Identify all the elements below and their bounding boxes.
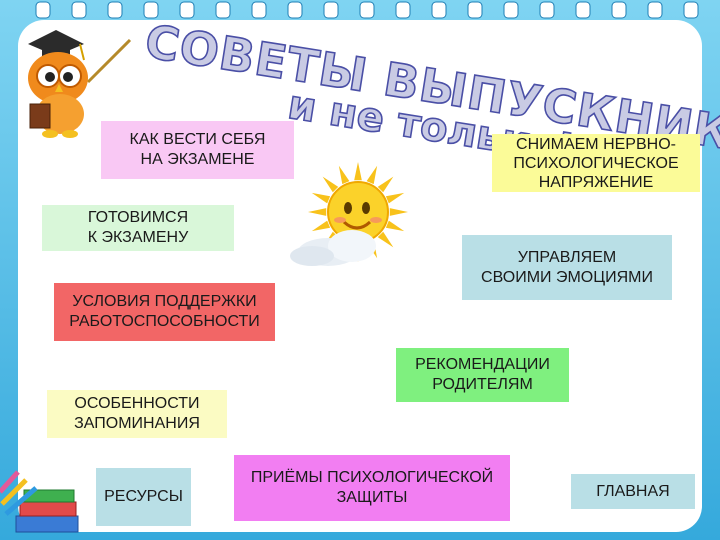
sun-cloud-icon	[290, 162, 408, 266]
sun-ray	[385, 220, 405, 232]
binding-ring	[431, 1, 447, 19]
binding-ring	[179, 1, 195, 19]
binding-ring	[323, 1, 339, 19]
binding-ring	[35, 1, 51, 19]
stress-relief-button[interactable]: СНИМАЕМ НЕРВНО- ПСИХОЛОГИЧЕСКОЕ НАПРЯЖЕН…	[492, 134, 700, 192]
binding-ring	[647, 1, 663, 19]
binding-ring	[395, 1, 411, 19]
emotion-management-button[interactable]: УПРАВЛЯЕМ СВОИМИ ЭМОЦИЯМИ	[462, 235, 672, 300]
sun-ray	[354, 162, 362, 181]
resources-button[interactable]: РЕСУРСЫ	[96, 468, 191, 526]
binding-ring	[143, 1, 159, 19]
binding-ring	[215, 1, 231, 19]
books-pencils-icon	[0, 470, 79, 533]
binding-ring	[539, 1, 555, 19]
sun-ray	[389, 208, 408, 216]
exam-behavior-button[interactable]: КАК ВЕСТИ СЕБЯ НА ЭКЗАМЕНЕ	[101, 121, 294, 179]
binding-ring	[71, 1, 87, 19]
sun-ray	[385, 192, 405, 204]
sun-ray	[322, 176, 339, 193]
exam-preparation-button[interactable]: ГОТОВИМСЯ К ЭКЗАМЕНУ	[42, 205, 234, 251]
binding-ring	[251, 1, 267, 19]
work-conditions-button[interactable]: УСЛОВИЯ ПОДДЕРЖКИ РАБОТОСПОСОБНОСТИ	[54, 283, 275, 341]
binding-ring	[467, 1, 483, 19]
home-button[interactable]: ГЛАВНАЯ	[571, 474, 695, 509]
binding-ring	[611, 1, 627, 19]
binding-ring	[683, 1, 699, 19]
memory-features-button[interactable]: ОСОБЕННОСТИ ЗАПОМИНАНИЯ	[47, 390, 227, 438]
sun-ray	[377, 231, 394, 248]
sun-ray	[338, 165, 350, 185]
psychological-defense-button[interactable]: ПРИЁМЫ ПСИХОЛОГИЧЕСКОЙ ЗАЩИТЫ	[234, 455, 510, 521]
sun-ray	[311, 220, 331, 232]
binding-ring	[503, 1, 519, 19]
sun-ray	[308, 208, 327, 216]
sun-ray	[377, 176, 394, 193]
parent-recommendations-button[interactable]: РЕКОМЕНДАЦИИ РОДИТЕЛЯМ	[396, 348, 569, 402]
binding-ring	[287, 1, 303, 19]
binding-ring	[359, 1, 375, 19]
binding-ring	[575, 1, 591, 19]
sun-ray	[311, 192, 331, 204]
owl-scholar-icon	[28, 30, 132, 138]
spiral-binding	[35, 1, 699, 19]
binding-ring	[107, 1, 123, 19]
sun-ray	[366, 165, 378, 185]
